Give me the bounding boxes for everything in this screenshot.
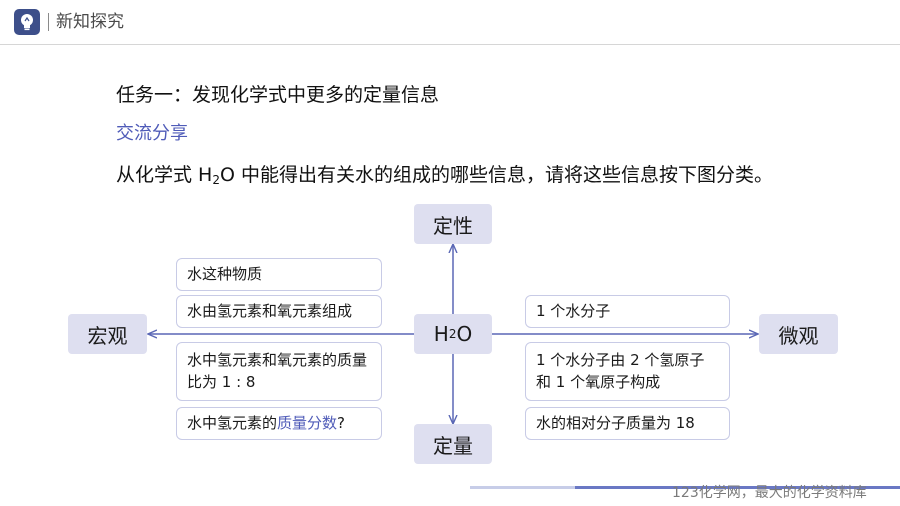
info-box-macro-qual-1: 水这种物质: [176, 258, 382, 291]
info-box-macro-quant-1: 水中氢元素和氧元素的质量比为 1 : 8: [176, 342, 382, 401]
watermark: 123化学网，最大的化学资料库: [672, 485, 867, 501]
label-microscopic: 微观: [759, 314, 838, 354]
question-after: O 中能得出有关水的组成的哪些信息，请将这些信息按下图分类。: [219, 164, 773, 186]
label-macroscopic: 宏观: [68, 314, 147, 354]
question-text: 从化学式 H2O 中能得出有关水的组成的哪些信息，请将这些信息按下图分类。: [116, 161, 773, 189]
info-text-accent: 质量分数: [277, 414, 338, 432]
info-text-after: ?: [337, 414, 345, 432]
info-box-micro-qual-1: 1 个水分子: [525, 295, 730, 328]
formula-main: H: [433, 322, 449, 346]
label-qualitative: 定性: [414, 204, 492, 244]
header-divider: [0, 44, 900, 45]
question-before: 从化学式 H: [116, 164, 213, 186]
info-box-macro-qual-2: 水由氢元素和氧元素组成: [176, 295, 382, 328]
lightbulb-icon: [14, 9, 40, 35]
sub-heading: 交流分享: [116, 123, 188, 144]
task-title: 任务一：发现化学式中更多的定量信息: [116, 84, 440, 106]
header-separator: [48, 13, 49, 31]
footer-line-dark: [575, 486, 900, 489]
formula-tail: O: [456, 322, 473, 346]
question-subscript: 2: [212, 173, 220, 187]
info-box-macro-quant-2: 水中氢元素的质量分数?: [176, 407, 382, 440]
header-bar: 新知探究: [0, 0, 900, 45]
info-box-micro-quant-1: 1 个水分子由 2 个氢原子和 1 个氧原子构成: [525, 342, 730, 401]
label-quantitative: 定量: [414, 424, 492, 464]
page-title: 新知探究: [56, 12, 124, 32]
info-box-micro-quant-2: 水的相对分子质量为 18: [525, 407, 730, 440]
info-text-before: 水中氢元素的: [187, 414, 278, 432]
